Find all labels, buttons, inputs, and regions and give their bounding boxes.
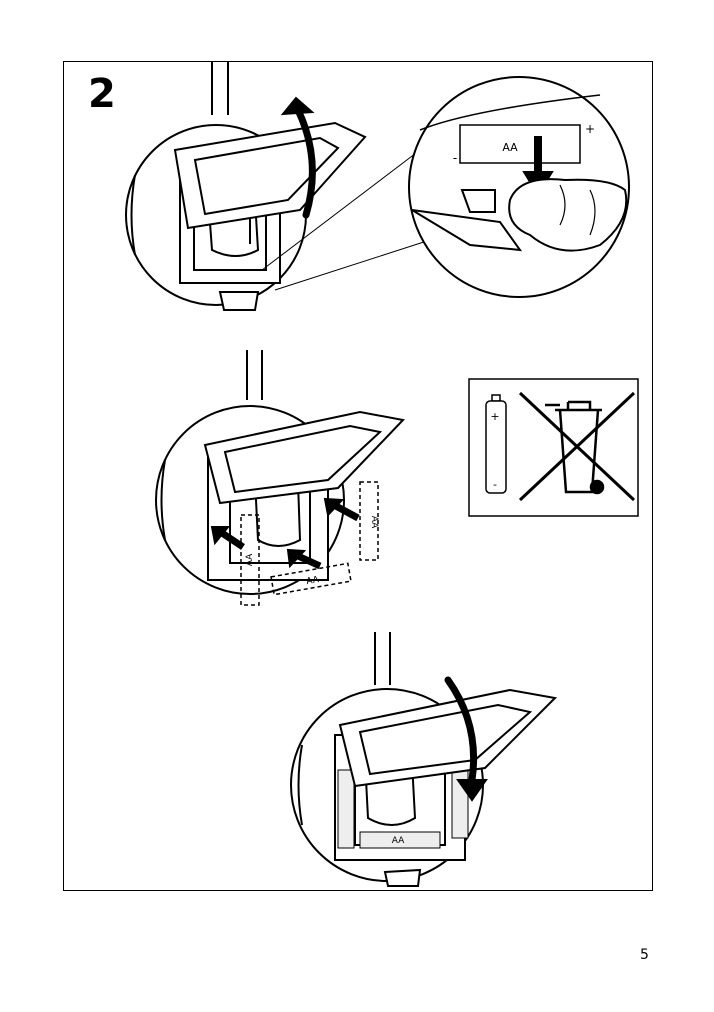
zoom-plus-label: +: [585, 122, 595, 136]
battery-right-label: AA: [369, 516, 379, 529]
battery-minus-label: -: [493, 478, 497, 491]
inside-battery-label: AA: [392, 836, 405, 846]
crossed-out-wheelie-bin-icon: [518, 391, 636, 502]
battery-plus-label: +: [490, 410, 499, 423]
battery-bottom-label: AA: [306, 575, 321, 587]
zoom-minus-label: -: [453, 151, 457, 165]
lamp-insert-batteries-illustration: [155, 350, 405, 606]
instruction-frame: [63, 61, 653, 891]
aa-battery-icon: [485, 394, 507, 494]
battery-left-label: AA: [245, 553, 255, 566]
recycling-warning-panel: + -: [468, 378, 639, 517]
page-number: 5: [640, 947, 649, 963]
step-number: 2: [88, 71, 116, 117]
lamp-open-cover-illustration: [125, 62, 431, 311]
latch-detail-zoom: [408, 76, 630, 298]
lamp-close-cover-illustration: [290, 632, 558, 887]
zoom-battery-label: AA: [502, 141, 518, 154]
